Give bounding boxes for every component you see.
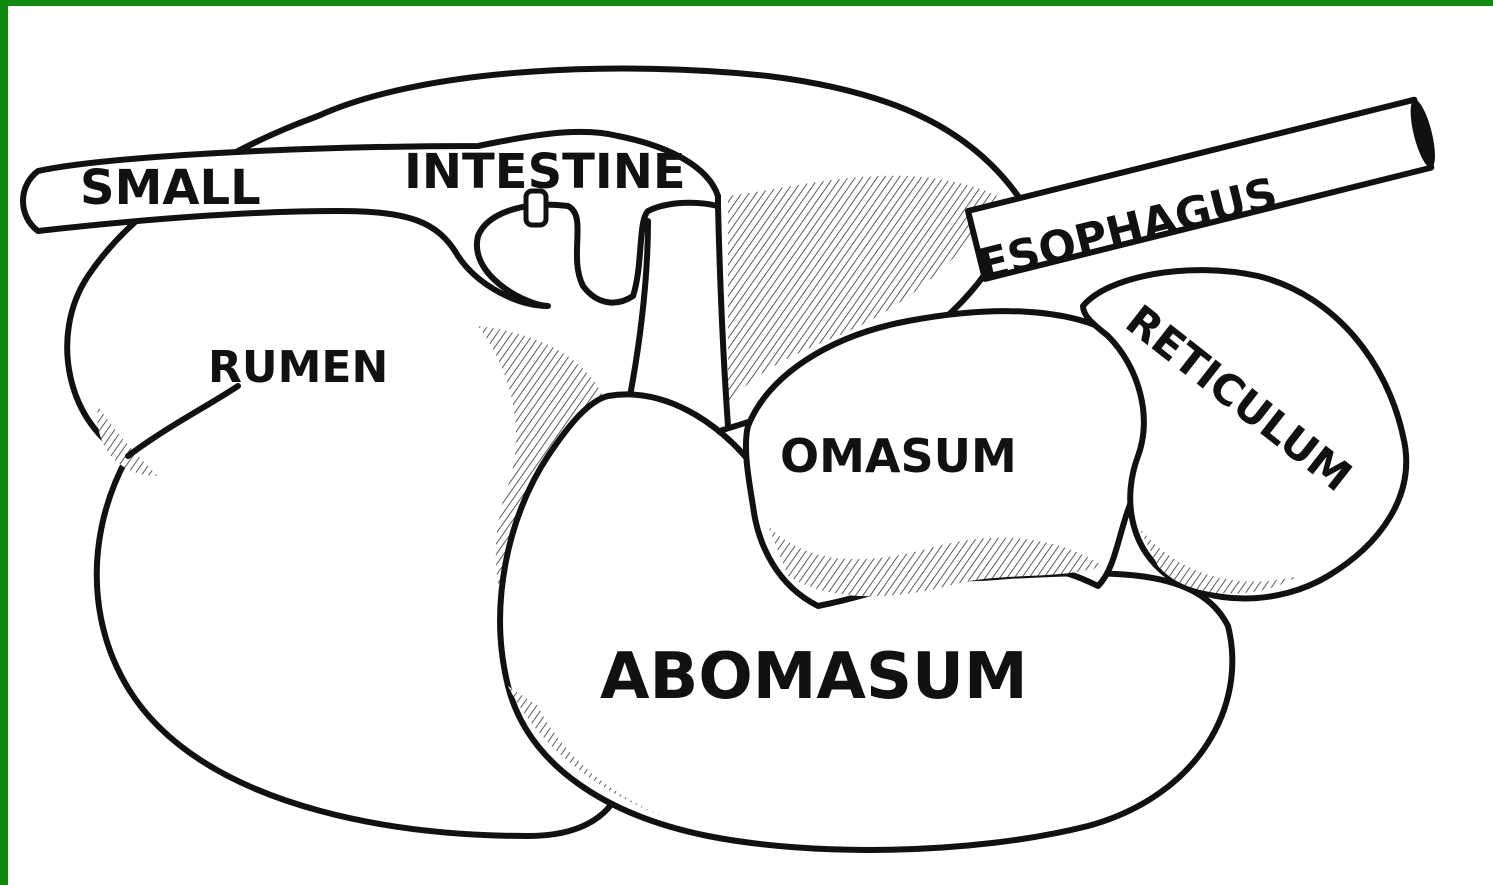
label-abomasum: ABOMASUM bbox=[600, 640, 1028, 714]
label-rumen: RUMEN bbox=[208, 342, 388, 393]
label-intestine: INTESTINE bbox=[404, 144, 686, 200]
label-omasum: OMASUM bbox=[780, 429, 1017, 483]
label-small: SMALL bbox=[80, 160, 261, 216]
diagram-frame: SMALL INTESTINE RUMEN OMASUM ABOMASUM ES… bbox=[8, 6, 1493, 885]
stomach-diagram: SMALL INTESTINE RUMEN OMASUM ABOMASUM ES… bbox=[8, 6, 1493, 885]
